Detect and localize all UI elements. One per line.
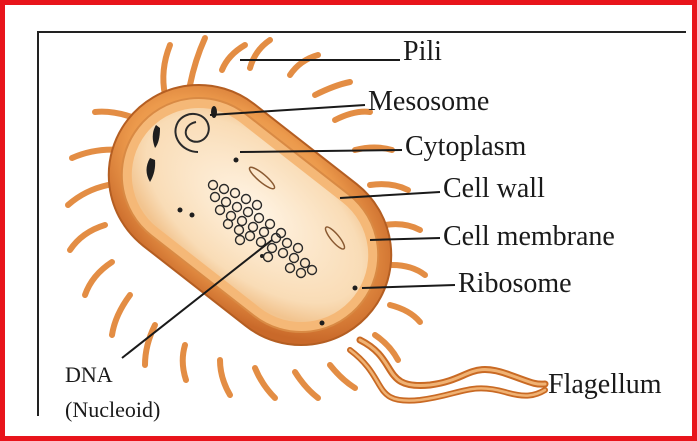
label-cell-membrane: Cell membrane (443, 221, 615, 252)
label-dna: DNA (65, 362, 113, 387)
label-cytoplasm: Cytoplasm (405, 131, 527, 162)
label-flagellum: Flagellum (548, 369, 662, 400)
label-mesosome: Mesosome (368, 86, 489, 117)
label-ribosome: Ribosome (458, 268, 572, 299)
label-nucleoid: (Nucleoid) (65, 397, 160, 422)
label-cell-wall: Cell wall (443, 173, 545, 204)
flagellum-group (350, 340, 545, 401)
label-pili: Pili (403, 36, 442, 67)
